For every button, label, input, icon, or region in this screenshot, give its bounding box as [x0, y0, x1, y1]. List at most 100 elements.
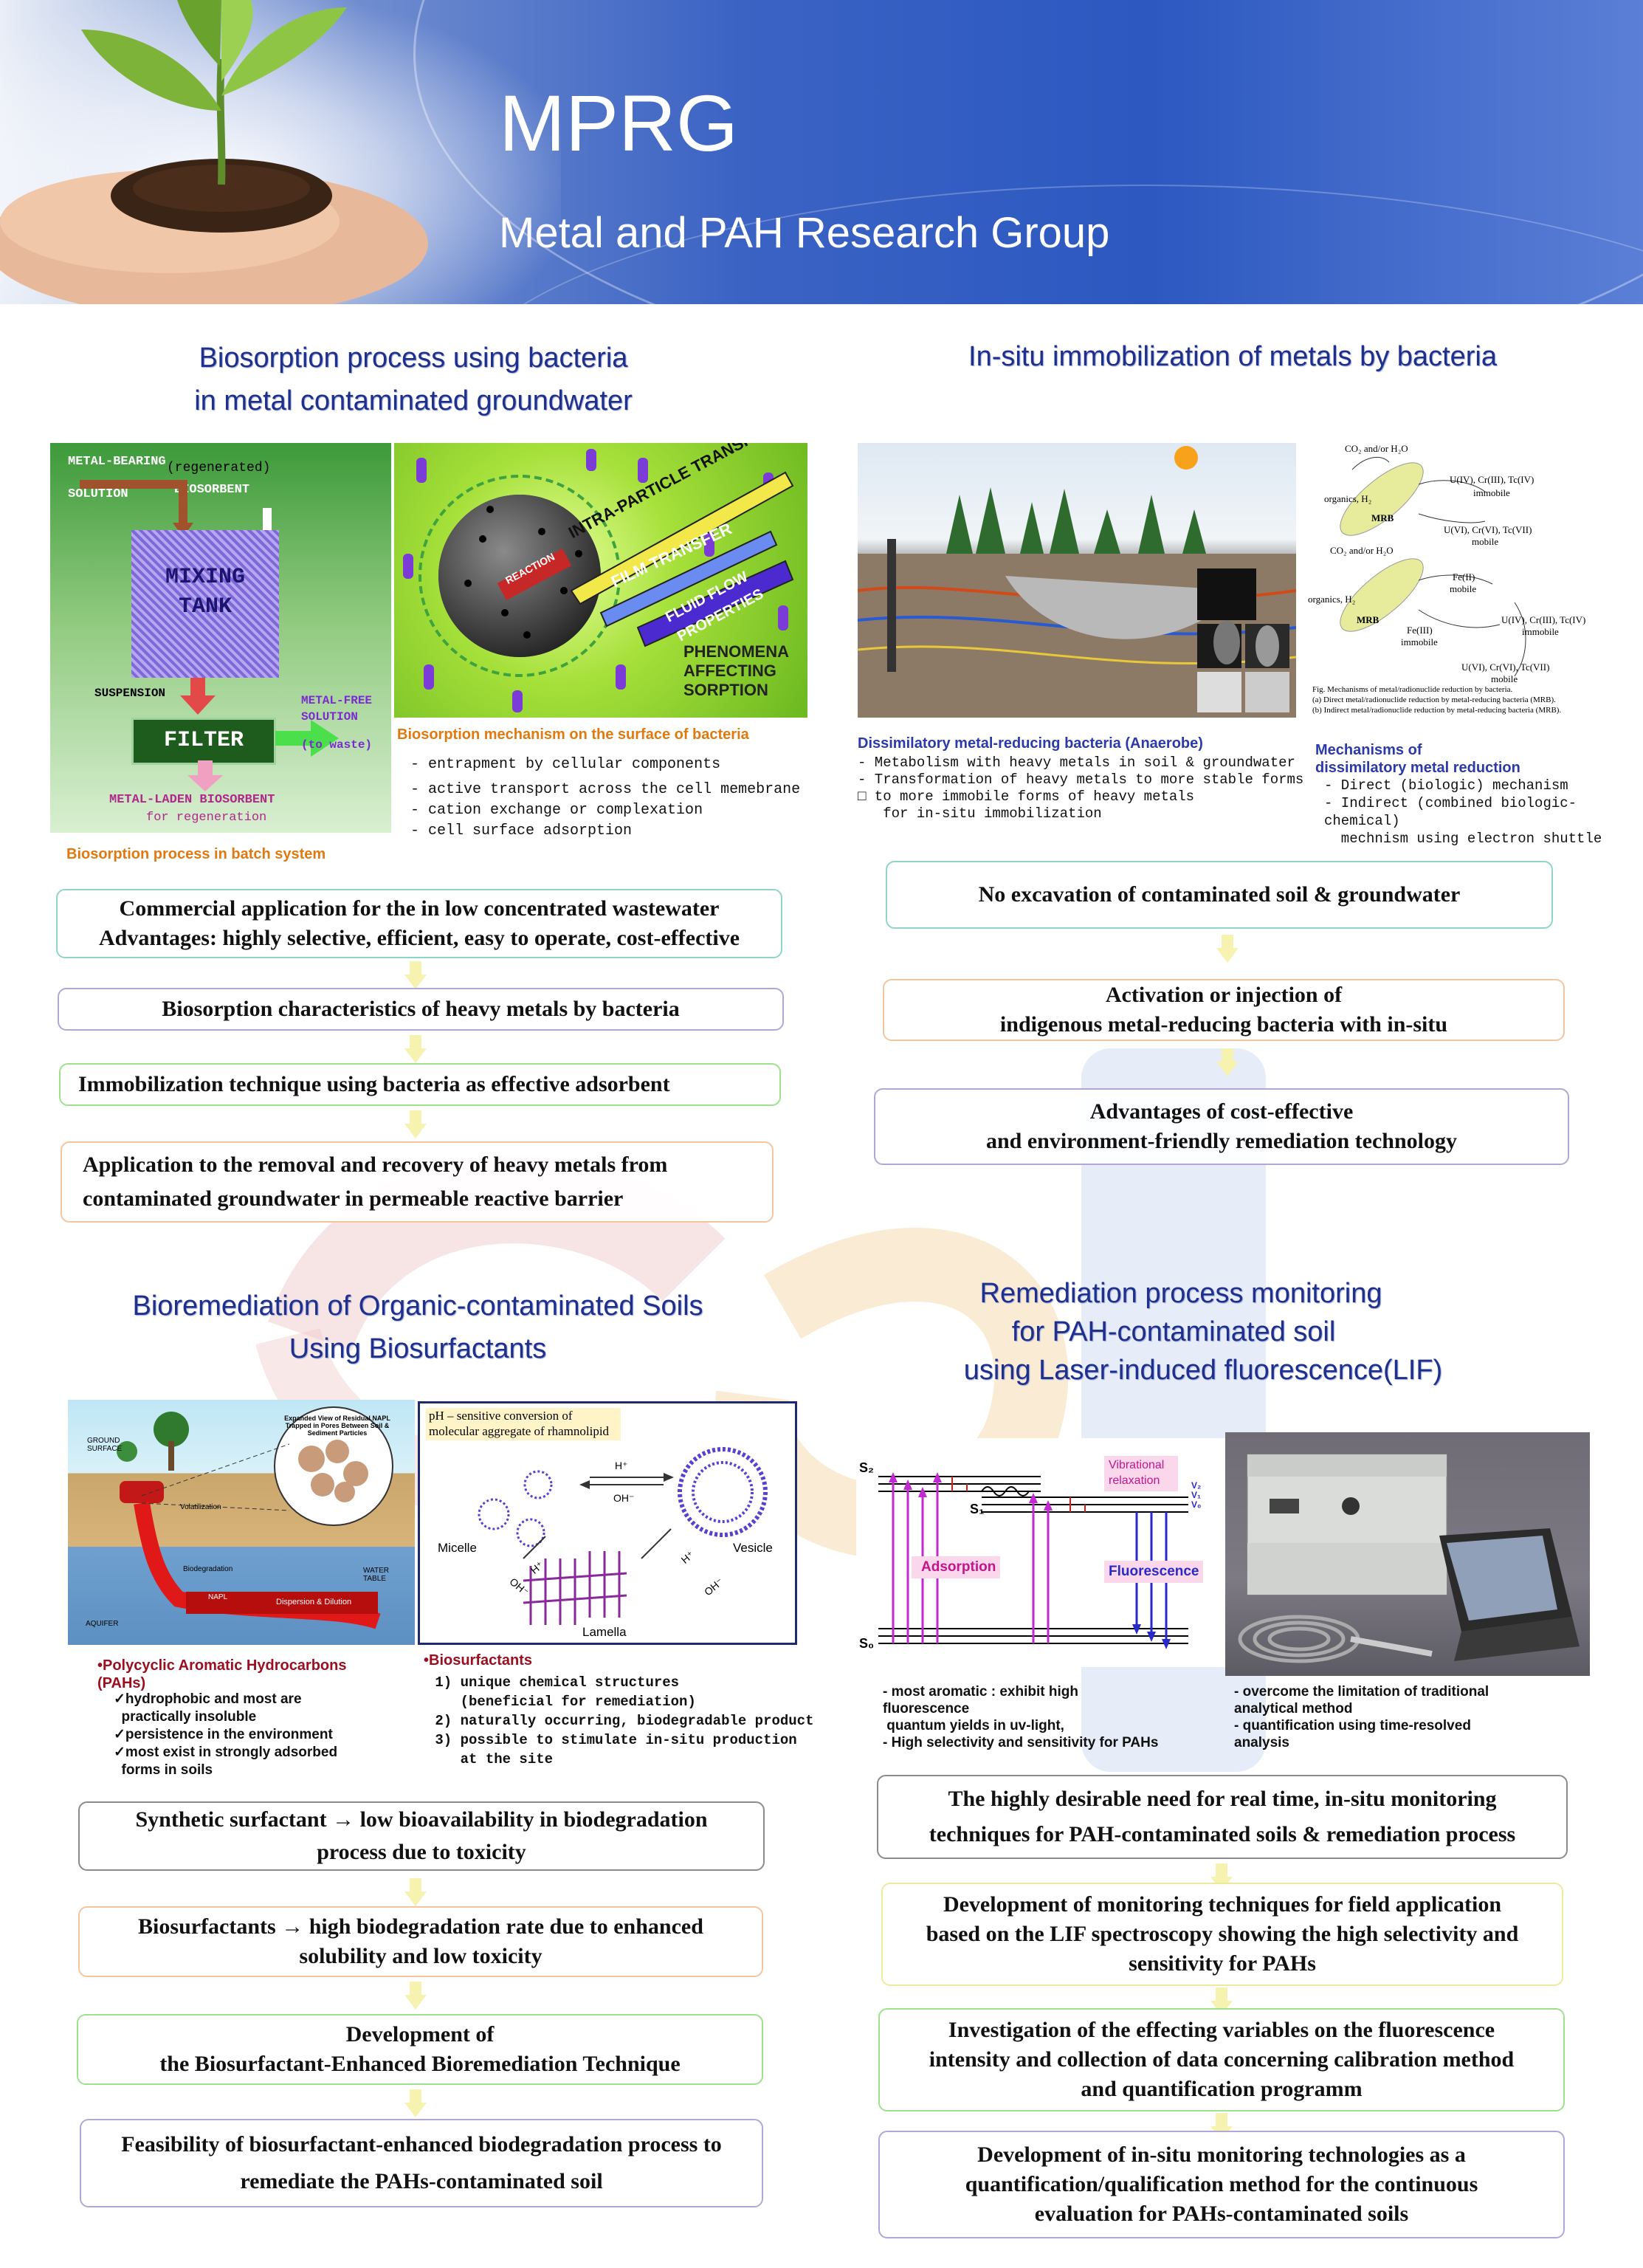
- flow-line: Biosurfactants → high biodegradation rat…: [138, 1914, 703, 1939]
- label-solution: SOLUTION: [68, 487, 128, 501]
- caption-line: - Indirect (combined biologic-chemical): [1324, 795, 1577, 829]
- flow-line: quantification/qualification method for …: [965, 2172, 1478, 2196]
- diag-fig-b: (b) Indirect metal/radionuclide reductio…: [1312, 706, 1562, 715]
- flow-line: No excavation of contaminated soil & gro…: [978, 882, 1461, 907]
- diag-mrb: MRB: [1357, 614, 1380, 625]
- flow-line: process due to toxicity: [317, 1840, 526, 1864]
- mechanism-caption-lines: - Direct (biologic) mechanism - Indirect…: [1324, 777, 1643, 848]
- biosurfactant-item: 2) naturally occurring, biodegradable pr…: [427, 1713, 814, 1729]
- rhamnolipid-title: pH – sensitive conversion of molecular a…: [426, 1408, 621, 1440]
- label-expanded-view: Expanded View of Residual NAPL Trapped i…: [284, 1415, 390, 1437]
- pah-item: ✓hydrophobic and most are: [114, 1691, 302, 1707]
- flow-line: and environment-friendly remediation tec…: [985, 1129, 1458, 1153]
- label-suspension: SUSPENSION: [94, 687, 166, 700]
- down-arrow: [404, 2089, 427, 2117]
- diag-mobile: mobile: [1450, 583, 1477, 594]
- flow-line: intensity and collection of data concern…: [929, 2047, 1515, 2072]
- label-vibrational-line: relaxation: [1109, 1474, 1160, 1487]
- label-affecting: AFFECTING: [683, 662, 776, 680]
- section3-title: Bioremediation of Organic-contaminated S…: [56, 1285, 779, 1370]
- section2-title: In-situ immobilization of metals by bact…: [968, 341, 1497, 372]
- label-s2: S₂: [859, 1460, 875, 1475]
- section1-title: Biosorption process using bacteria in me…: [52, 337, 775, 422]
- sorption-mechanism-figure: INTRA-PARTICLE TRANSFER FILM TRANSFER FL…: [394, 443, 807, 718]
- label-fluorescence: Fluorescence: [1109, 1564, 1199, 1579]
- diag-fig-title: Fig. Mechanisms of metal/radionuclide re…: [1312, 685, 1513, 694]
- label-metal-free: METAL-FREE: [301, 694, 373, 707]
- pah-item: forms in soils: [114, 1762, 213, 1778]
- flow-line: Development of: [345, 2022, 495, 2047]
- label-adsorption: Adsorption: [921, 1559, 996, 1575]
- s4-flow-box-1: The highly desirable need for real time,…: [877, 1775, 1568, 1859]
- section4-title-line2: for PAH-contaminated soil: [1011, 1316, 1336, 1347]
- caption-line: dissimilatory metal reduction: [1315, 760, 1520, 776]
- bullet-item: - entrapment by cellular components: [410, 756, 721, 773]
- diag-organics: organics, H₂: [1324, 493, 1372, 504]
- batch-system-figure: METAL-BEARING SOLUTION (regenerated) BIO…: [50, 443, 391, 833]
- label-to-waste: (to waste): [301, 738, 373, 752]
- pah-items: ✓hydrophobic and most are practically in…: [114, 1691, 337, 1779]
- label-ground-surface: GROUND SURFACE: [87, 1437, 123, 1453]
- down-arrow: [1216, 935, 1239, 963]
- diag-fig-a: (a) Direct metal/radionuclide reduction …: [1312, 695, 1556, 704]
- napl-illustration: [117, 1406, 393, 1629]
- poster-title: MPRG: [499, 78, 738, 168]
- flow-line: based on the LIF spectroscopy showing th…: [926, 1922, 1519, 1946]
- label-phenomena: PHENOMENA: [683, 642, 790, 661]
- lif-instrument-photo: [1225, 1432, 1590, 1676]
- flow-line: sensitivity for PAHs: [1129, 1951, 1316, 1976]
- label-v0: V₀: [1191, 1499, 1202, 1510]
- napl-contamination-figure: GROUND SURFACE Volatilization Biodegrada…: [68, 1400, 415, 1645]
- biosurfactant-item: 3) possible to stimulate in-situ product…: [427, 1732, 797, 1748]
- jablonski-graphic: [878, 1456, 1203, 1649]
- biosurfactant-item: at the site: [427, 1751, 554, 1767]
- caption-line: quantum yields in uv-light,: [883, 1718, 1064, 1733]
- diag-fe2: Fe(II): [1453, 571, 1475, 583]
- s1-flow-box-1: Commercial application for the in low co…: [56, 889, 782, 958]
- label-biodegradation: Biodegradation: [183, 1565, 233, 1573]
- label-micelle: Micelle: [438, 1541, 477, 1555]
- section3-title-line1: Bioremediation of Organic-contaminated S…: [132, 1291, 703, 1322]
- jablonski-diagram: S₂ S₁ S₀ Vibrational relaxation V₂ V₁ V₀…: [856, 1438, 1227, 1667]
- diag-immobile: immobile: [1473, 487, 1510, 498]
- caption-line: - Direct (biologic) mechanism: [1324, 777, 1568, 794]
- batch-system-caption: Biosorption process in batch system: [66, 846, 326, 862]
- label-volatilization: Volatilization: [180, 1503, 221, 1511]
- laden-arrow: [187, 760, 223, 791]
- label-metal-free-solution: SOLUTION: [301, 710, 358, 724]
- caption-line: - most aromatic : exhibit high: [883, 1684, 1078, 1700]
- mrb-diagram-graphic: [1340, 456, 1526, 677]
- label-h-plus: H⁺: [615, 1460, 628, 1471]
- aggregate-illustration: [478, 1447, 768, 1625]
- s1-flow-box-3: Immobilization technique using bacteria …: [59, 1063, 781, 1106]
- biosurfactant-item: 1) unique chemical structures: [427, 1674, 680, 1691]
- flow-line: Advantages: highly selective, efficient,…: [98, 926, 740, 950]
- poster-subtitle: Metal and PAH Research Group: [499, 209, 1110, 257]
- caption-line: - overcome the limitation of traditional: [1234, 1684, 1489, 1700]
- mixing-tank: MIXING TANK: [131, 530, 279, 678]
- sorption-particle-diagram: [403, 449, 794, 712]
- label-aquifer: AQUIFER: [86, 1620, 119, 1628]
- sorption-bullets: - entrapment by cellular components - ac…: [410, 755, 800, 842]
- caption-line: - High selectivity and sensitivity for P…: [883, 1735, 1159, 1750]
- label-sorption: SORPTION: [683, 681, 768, 699]
- s1-flow-box-2: Biosorption characteristics of heavy met…: [58, 988, 784, 1031]
- diag-u6: U(VI), Cr(VI), Tc(VII): [1461, 662, 1550, 673]
- label-filter: FILTER: [163, 728, 244, 753]
- caption-line: - Transformation of heavy metals to more…: [858, 772, 1304, 788]
- diag-u4: U(IV), Cr(III), Tc(IV): [1450, 474, 1534, 485]
- subsurface-landscape-figure: [858, 443, 1296, 718]
- s4-flow-box-3: Investigation of the effecting variables…: [878, 2008, 1565, 2111]
- flow-line: Synthetic surfactant → low bioavailabili…: [135, 1807, 708, 1832]
- caption-line: □ to more immobile forms of heavy metals: [858, 788, 1195, 805]
- section1-title-line2: in metal contaminated groundwater: [194, 385, 633, 416]
- label-water-table: WATER TABLE: [363, 1567, 389, 1583]
- s2-flow-box-2: Activation or injection of indigenous me…: [883, 979, 1565, 1041]
- biosurfactant-item: (beneficial for remediation): [427, 1694, 696, 1710]
- flow-line: Commercial application for the in low co…: [119, 896, 720, 921]
- diag-mrb: MRB: [1371, 512, 1394, 523]
- section4-title: Remediation process monitoring for PAH-c…: [878, 1274, 1602, 1389]
- flow-line: Activation or injection of: [1105, 983, 1343, 1007]
- label-vibrational-levels: V₂ V₁ V₀: [1191, 1481, 1201, 1510]
- bullet-item: - cell surface adsorption: [410, 822, 633, 839]
